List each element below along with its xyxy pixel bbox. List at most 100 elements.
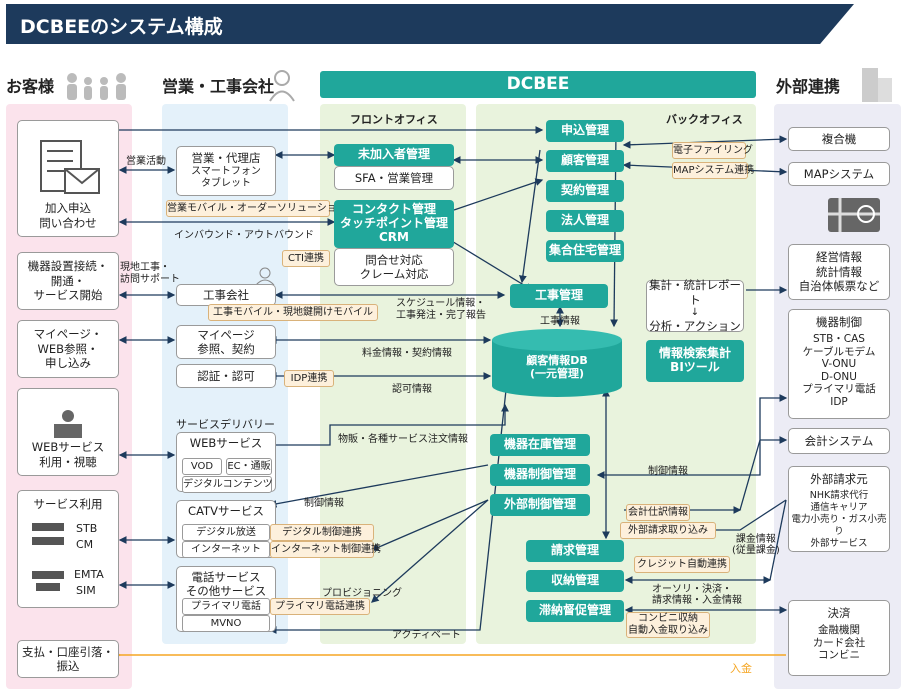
front-office-title: フロントオフィス — [350, 113, 438, 126]
agency-sub-label: スマートフォン タブレット — [191, 165, 261, 190]
service-delivery-title: サービスデリバリー — [176, 418, 275, 431]
back-office-title: バックオフィス — [666, 113, 743, 126]
web-service-delivery-label: WEBサービス — [189, 436, 263, 450]
businessman-icon — [269, 70, 295, 102]
agency-box: 営業・代理店 スマートフォン タブレット — [176, 146, 276, 196]
catv-label: CATVサービス — [188, 504, 264, 518]
schedule-label: スケジュール情報・ 工事発注・完了報告 — [396, 298, 486, 321]
cti-tag: CTI連携 — [282, 250, 330, 267]
external-control-management: 外部制御管理 — [490, 494, 590, 516]
emta-label: EMTA — [74, 568, 104, 581]
contract-management: 契約管理 — [546, 180, 624, 202]
external-billing-title: 外部請求元 — [810, 472, 868, 486]
field-work-label: 現地工事・ 訪問サポート — [120, 262, 180, 285]
sfa-box: SFA・営業管理 — [334, 166, 454, 190]
fee-info-label: 料金情報・契約情報 — [362, 348, 452, 359]
sim-label: SIM — [76, 584, 96, 597]
accounting-system-box: 会計システム — [788, 428, 890, 454]
idp-tag: IDP連携 — [284, 370, 334, 387]
form-envelope-icon — [40, 140, 100, 195]
credit-tag: クレジット自動連携 — [634, 556, 730, 573]
report-label: 集計・統計レポート — [649, 278, 741, 307]
mypage-box: マイページ・ WEB参照・ 申し込み — [17, 320, 119, 378]
map-link-tag: MAPシステム連携 — [672, 162, 754, 179]
auth-box: 認証・認可 — [176, 364, 276, 388]
map-icon — [828, 198, 880, 232]
construction-company-box: 工事会社 — [176, 284, 276, 306]
payment-methods-label: オーソリ・決済・ 請求情報・入金情報 — [652, 584, 742, 606]
customer-management: 顧客管理 — [546, 150, 624, 172]
service-use-box: サービス利用 — [17, 490, 119, 608]
sales-activity-label: 営業活動 — [126, 156, 166, 167]
phone-service-label: 電話サービス その他サービス — [185, 570, 267, 599]
application-management: 申込管理 — [546, 120, 624, 142]
service-use-label: サービス利用 — [33, 497, 103, 511]
map-system-box: MAPシステム — [788, 162, 890, 186]
corporate-management: 法人管理 — [546, 210, 624, 232]
emta-device-icon — [32, 571, 64, 591]
analysis-label: 分析・アクション — [649, 319, 741, 334]
goods-order-label: 物販・各種サービス注文情報 — [338, 434, 468, 445]
settlement-list: 金融機関 カード会社 コンビニ — [812, 624, 866, 662]
web-service-box: WEBサービス 利用・視聴 — [17, 388, 119, 476]
external-billing-list: NHK請求代行 通信キャリア 電力小売り・ガス小売り 外部サービス — [791, 490, 887, 550]
sales-header: 営業・工事会社 — [162, 77, 275, 96]
vod-item: VOD — [182, 458, 222, 475]
customer-header: お客様 — [6, 77, 55, 96]
page-title: DCBEEのシステム構成 — [6, 4, 854, 44]
primary-phone-item: プライマリ電話 — [182, 598, 270, 615]
web-service-label: WEBサービス 利用・視聴 — [31, 440, 105, 469]
agency-label: 営業・代理店 — [191, 151, 261, 166]
person-computer-icon — [54, 410, 82, 439]
stb-device-icon — [32, 523, 64, 545]
digital-broadcast-item: デジタル放送 — [182, 524, 270, 541]
stb-label: STB — [76, 522, 98, 535]
cm-label: CM — [76, 538, 94, 551]
device-control-external-list: STB・CAS ケーブルモデム V-ONU D-ONU プライマリ電話 IDP — [802, 333, 876, 408]
settlement-box: 決済 金融機関 カード会社 コンビニ — [788, 600, 890, 676]
digital-contents-item: デジタルコンテンツ — [182, 476, 273, 493]
customer-db-label: 顧客情報DB (一元管理) — [526, 354, 588, 380]
down-arrow-icon: ↓ — [690, 306, 700, 318]
apply-label: 加入申込 問い合わせ — [39, 201, 97, 230]
provisioning-label: プロビジョニング — [322, 588, 402, 599]
control-info-right-label: 制御情報 — [648, 466, 688, 477]
construction-management: 工事管理 — [510, 284, 608, 308]
sales-mobile-tag: 営業モバイル・オーダーソリューション — [166, 200, 347, 217]
family-icon — [67, 73, 126, 100]
device-control-external-title: 機器制御 — [816, 315, 862, 329]
unjoined-management: 未加入者管理 — [334, 144, 454, 166]
apartment-management: 集合住宅管理 — [546, 240, 624, 262]
digital-control-tag: デジタル制御連携 — [270, 524, 374, 541]
internet-control-tag: インターネット制御連携 — [270, 541, 381, 558]
auth-info-label: 認可情報 — [392, 384, 432, 395]
device-control-management: 機器制御管理 — [490, 464, 590, 486]
building-icon — [862, 68, 892, 102]
inventory-management: 機器在庫管理 — [490, 434, 590, 456]
inbound-outbound-label: インバウンド・アウトバウンド — [174, 230, 314, 241]
deposit-label: 入金 — [730, 662, 752, 675]
e-filing-tag: 電子ファイリング — [672, 142, 753, 159]
apply-box: 加入申込 問い合わせ — [17, 120, 119, 237]
convenience-tag: コンビニ収納 自動入金取り込み — [626, 612, 710, 638]
ec-item: EC・通販 — [226, 458, 272, 475]
management-info-box: 経営情報 統計情報 自治体帳票など — [788, 244, 890, 300]
control-info-left-label: 制御情報 — [304, 498, 344, 509]
settlement-title: 決済 — [827, 606, 851, 620]
dcbee-header: DCBEE — [320, 71, 756, 98]
primary-phone-tag: プライマリ電話連携 — [270, 598, 370, 615]
billing-management: 請求管理 — [526, 540, 624, 562]
billing-info-label: 課金情報 (従量課金) — [732, 534, 780, 556]
external-header: 外部連携 — [776, 77, 841, 96]
payment-box: 支払・口座引落・ 振込 — [17, 640, 119, 678]
external-billing-intake-tag: 外部請求取り込み — [620, 522, 716, 539]
mypage-contract-box: マイページ 参照、契約 — [176, 325, 276, 359]
internet-item: インターネット — [182, 541, 270, 558]
construction-mobile-tag: 工事モバイル・現地鍵開けモバイル — [208, 304, 378, 321]
external-billing-box: 外部請求元 NHK請求代行 通信キャリア 電力小売り・ガス小売り 外部サービス — [788, 466, 890, 552]
database-cylinder — [492, 329, 622, 397]
mvno-item: MVNO — [182, 615, 270, 632]
dunning-management: 滞納督促管理 — [526, 600, 624, 622]
activate-label: アクティベート — [392, 630, 461, 641]
